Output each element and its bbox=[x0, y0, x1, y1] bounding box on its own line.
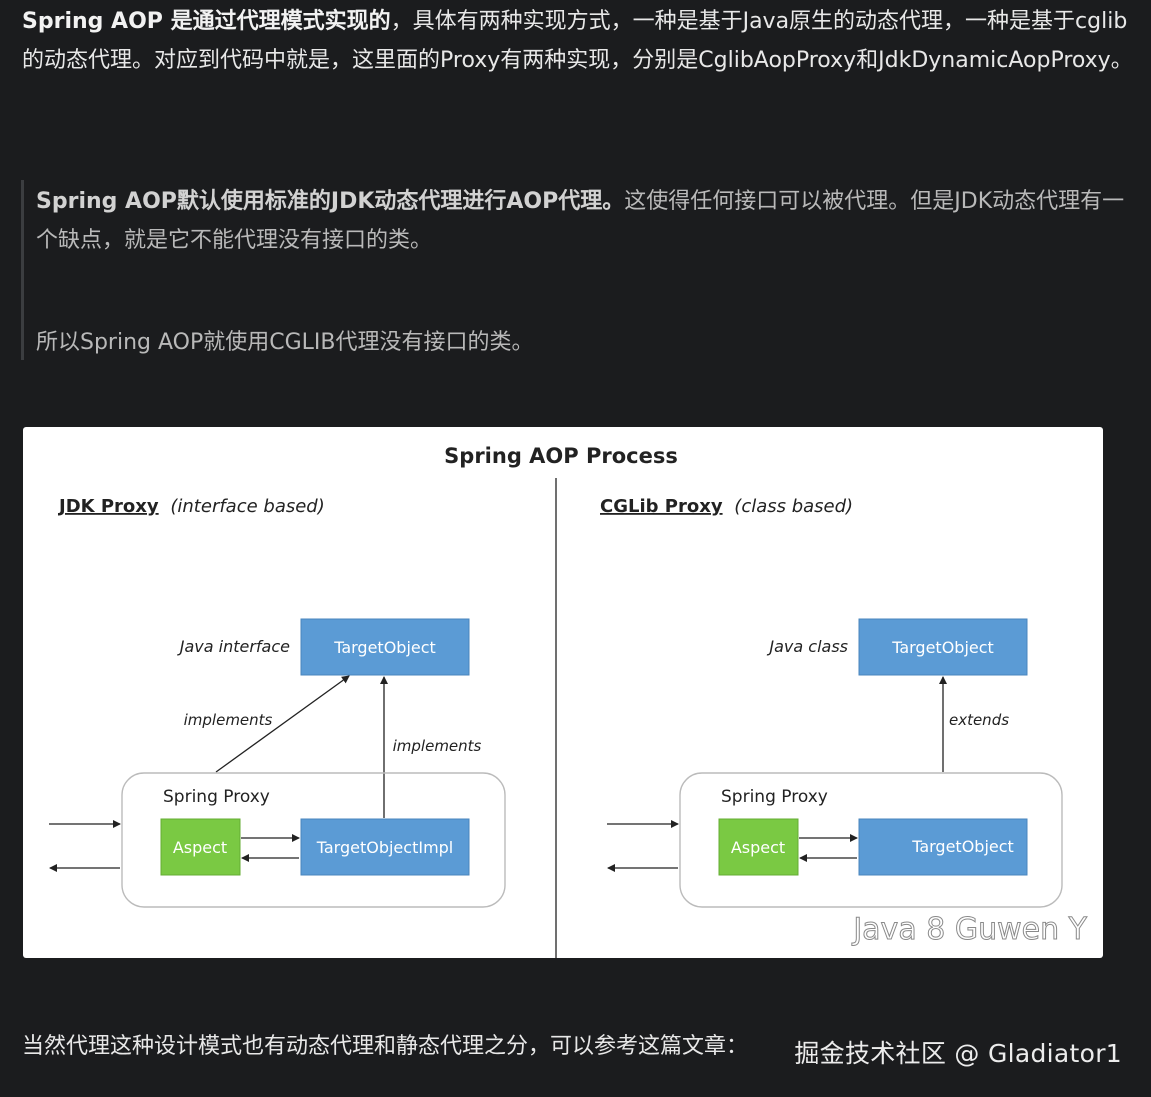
jdk-target-impl-box bbox=[300, 818, 470, 876]
site-watermark: 掘金技术社区 @ Gladiator1 bbox=[794, 1039, 1122, 1068]
diagram-watermark: Java 8 Guwen Y bbox=[851, 912, 1087, 947]
cglib-inner-target-label: TargetObject bbox=[911, 837, 1014, 856]
cglib-target-object-label: TargetObject bbox=[891, 638, 994, 657]
cglib-heading-line: CGLib Proxy (class based) bbox=[600, 496, 853, 517]
diagram-title: Spring AOP Process bbox=[444, 444, 678, 468]
blockquote: Spring AOP默认使用标准的JDK动态代理进行AOP代理。这使得任何接口可… bbox=[21, 180, 1142, 360]
jdk-spring-proxy-box bbox=[121, 772, 506, 908]
quote-paragraph-1: Spring AOP默认使用标准的JDK动态代理进行AOP代理。这使得任何接口可… bbox=[36, 182, 1136, 260]
jdk-aspect-label: Aspect bbox=[173, 838, 227, 857]
implements-diag-label: implements bbox=[184, 711, 273, 729]
intro-paragraph: Spring AOP 是通过代理模式实现的，具体有两种实现方式，一种是基于Jav… bbox=[22, 2, 1137, 80]
jdk-subheading: (interface based) bbox=[170, 496, 324, 517]
jdk-target-impl-label: TargetObjectImpl bbox=[316, 838, 454, 857]
intro-text: ，具体有两种实现方式，一种是基于Java原生的动态代理，一种是基于cglib的动… bbox=[22, 9, 1133, 73]
cglib-aspect-label: Aspect bbox=[731, 838, 785, 857]
implements-diag-arrow bbox=[215, 675, 350, 773]
jdk-aspect-box bbox=[160, 818, 241, 876]
cglib-heading: CGLib Proxy bbox=[600, 496, 723, 517]
quote-paragraph-2: 所以Spring AOP就使用CGLIB代理没有接口的类。 bbox=[36, 330, 534, 355]
intro-bold: Spring AOP 是通过代理模式实现的 bbox=[22, 9, 391, 34]
cglib-inner-target-box bbox=[858, 818, 1028, 876]
jdk-target-object-box bbox=[300, 618, 470, 676]
quote-text: 这使得任何接口可以被代理。但是JDK动态代理有一个缺点，就是它不能代理没有接口的… bbox=[36, 189, 1125, 253]
cglib-subheading: (class based) bbox=[734, 496, 853, 517]
outro-paragraph: 当然代理这种设计模式也有动态代理和静态代理之分，可以参考这篇文章： bbox=[22, 1034, 749, 1059]
jdk-spring-proxy-label: Spring Proxy bbox=[163, 787, 270, 807]
java-class-label: Java class bbox=[766, 637, 848, 656]
cglib-aspect-box bbox=[718, 818, 799, 876]
jdk-target-object-label: TargetObject bbox=[333, 638, 436, 657]
jdk-heading-line: JDK Proxy (interface based) bbox=[57, 496, 325, 517]
cglib-target-object-box bbox=[858, 618, 1028, 676]
spring-aop-diagram: Spring AOP Process JDK Proxy (interface … bbox=[23, 427, 1103, 958]
quote-bold: Spring AOP默认使用标准的JDK动态代理进行AOP代理。 bbox=[36, 189, 625, 214]
extends-label: extends bbox=[949, 711, 1009, 729]
jdk-heading: JDK Proxy bbox=[57, 496, 159, 517]
cglib-spring-proxy-box bbox=[679, 772, 1063, 908]
diagram-canvas: Spring AOP Process JDK Proxy (interface … bbox=[49, 444, 1088, 958]
cglib-spring-proxy-label: Spring Proxy bbox=[721, 787, 828, 807]
implements-vert-label: implements bbox=[393, 737, 482, 755]
java-interface-label: Java interface bbox=[177, 637, 290, 656]
